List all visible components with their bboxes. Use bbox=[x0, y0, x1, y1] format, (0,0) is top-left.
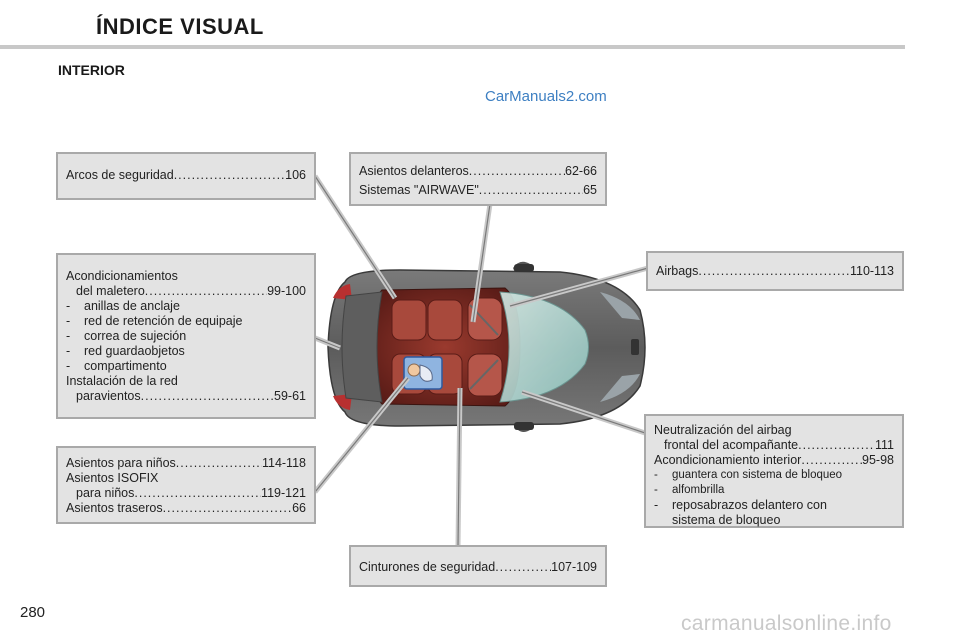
box-neutralizacion-airbag: Neutralización del airbag frontal del ac… bbox=[644, 414, 904, 528]
box-acondicionamientos: Acondicionamientos del maletero99-100 -a… bbox=[56, 253, 316, 419]
box-cinturones: Cinturones de seguridad107-109 bbox=[349, 545, 607, 587]
title-rule bbox=[0, 45, 905, 49]
list-item: -correa de sujeción bbox=[66, 329, 187, 343]
watermark-bottom: carmanualsonline.info bbox=[681, 612, 892, 635]
entry-acond-interior: Acondicionamiento interior95-98 bbox=[654, 453, 894, 468]
page-number: 280 bbox=[20, 604, 46, 621]
box-asientos-delanteros: Asientos delanteros62-66 Sistemas "AIRWA… bbox=[349, 152, 607, 206]
entry-asientos-delanteros: Asientos delanteros62-66 bbox=[359, 164, 597, 179]
watermark-top: CarManuals2.com bbox=[485, 88, 607, 105]
list-item: -anillas de anclaje bbox=[66, 299, 180, 313]
box-airbags: Airbags110-113 bbox=[646, 251, 904, 291]
isofix-heading: Asientos ISOFIX bbox=[66, 471, 159, 485]
entry-maletero: del maletero99-100 bbox=[66, 284, 306, 299]
list-item: -red guardaobjetos bbox=[66, 344, 185, 358]
entry-asientos-ninos: Asientos para niños114-118 bbox=[66, 456, 306, 471]
entry-cinturones: Cinturones de seguridad107-109 bbox=[359, 560, 597, 575]
list-item: -red de retención de equipaje bbox=[66, 314, 243, 328]
entry-asientos-traseros: Asientos traseros66 bbox=[66, 501, 306, 516]
entry-airbag-acompanante: frontal del acompañante111 bbox=[654, 438, 894, 453]
entry-sistemas-airwave: Sistemas "AIRWAVE"65 bbox=[359, 183, 597, 198]
list-item-continuation: sistema de bloqueo bbox=[672, 513, 781, 527]
entry-paravientos: paravientos59-61 bbox=[66, 389, 306, 404]
entry-isofix: para niños119-121 bbox=[66, 486, 306, 501]
acond-heading: Acondicionamientos bbox=[66, 269, 178, 283]
list-item: -alfombrilla bbox=[654, 484, 725, 496]
neutral-heading: Neutralización del airbag bbox=[654, 423, 792, 437]
acond-red-heading: Instalación de la red bbox=[66, 374, 178, 388]
list-item: -reposabrazos delantero con bbox=[654, 498, 827, 512]
entry-airbags: Airbags110-113 bbox=[656, 264, 894, 279]
entry-arcos: Arcos de seguridad106 bbox=[66, 168, 306, 183]
windscreen-shape bbox=[499, 291, 589, 403]
section-title: INTERIOR bbox=[58, 62, 125, 78]
page-title: ÍNDICE VISUAL bbox=[96, 14, 264, 39]
box-arcos-seguridad: Arcos de seguridad106 bbox=[56, 152, 316, 200]
list-item: -guantera con sistema de bloqueo bbox=[654, 469, 843, 481]
list-item: -compartimento bbox=[66, 359, 167, 373]
box-asientos-ninos: Asientos para niños114-118 Asientos ISOF… bbox=[56, 446, 316, 524]
